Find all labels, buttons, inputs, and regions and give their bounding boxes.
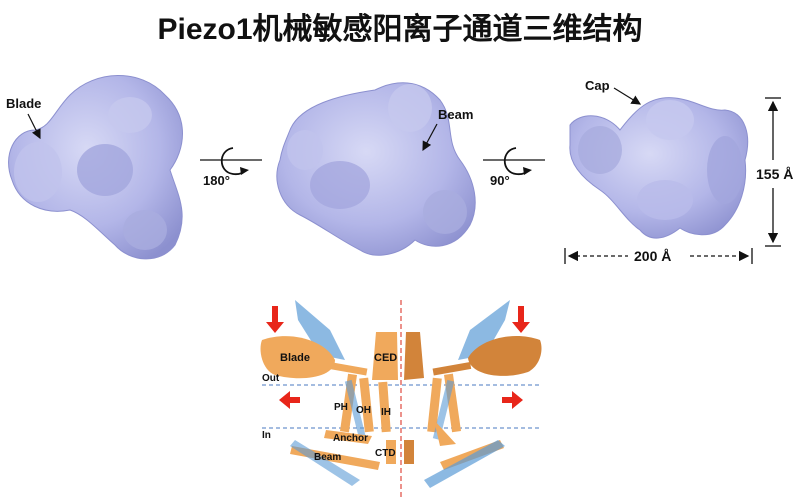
linker-right [432,362,472,376]
label-oh: OH [356,405,371,416]
width-dimension-label: 200 Å [634,248,671,264]
linker-left [328,361,368,376]
height-dimension-label: 155 Å [756,166,793,182]
density-map-view-2 [276,82,476,256]
orange-blade-left [260,336,335,379]
blue-blade-right [458,300,510,360]
label-out: Out [262,373,280,384]
rotation-label-90: 90° [490,173,510,188]
label-cap: Cap [585,78,610,93]
rotation-label-180: 180° [203,173,230,188]
density-map-view-3 [569,97,749,239]
density-map-view-1 [8,75,183,260]
anchor-right [434,420,456,446]
label-blade-schematic: Blade [280,352,310,364]
force-arrow-left [279,391,300,409]
schematic-diagram [260,300,542,500]
cap-pointer-arrow [613,87,642,105]
orange-blade-right [468,336,542,376]
blade-pointer-arrow [27,113,41,140]
label-ctd: CTD [375,448,396,459]
ih-helix [378,381,391,433]
label-beam-top: Beam [438,107,473,122]
blue-blade-left [295,300,345,360]
label-in: In [262,430,271,441]
rotation-icon-90 [483,147,545,176]
height-dimension [765,97,781,247]
rotation-icon-180 [200,147,262,176]
beam-right-blue [424,440,505,488]
beam-pointer-arrow [422,123,438,152]
width-dimension [564,248,753,264]
force-arrow-right [502,391,523,409]
label-ih: IH [381,407,391,418]
ctd-left [386,440,396,464]
force-arrow-down-right [512,306,530,333]
anchor-left [324,430,372,444]
oh-helix [359,377,374,433]
page-title: Piezo1机械敏感阳离子通道三维结构 [157,13,643,46]
label-blade-top: Blade [6,96,41,111]
label-ced: CED [374,352,397,364]
blue-helix-left [344,379,367,440]
label-ph: PH [334,402,348,413]
label-anchor: Anchor [333,433,368,444]
force-arrow-down-left [266,306,284,333]
ctd-right [404,440,414,464]
right-helix-1 [427,377,442,433]
ced-domain-right [404,332,424,380]
label-beam-schematic: Beam [314,452,341,463]
beam-left-blue [290,440,360,486]
ced-domain-left [372,332,398,380]
